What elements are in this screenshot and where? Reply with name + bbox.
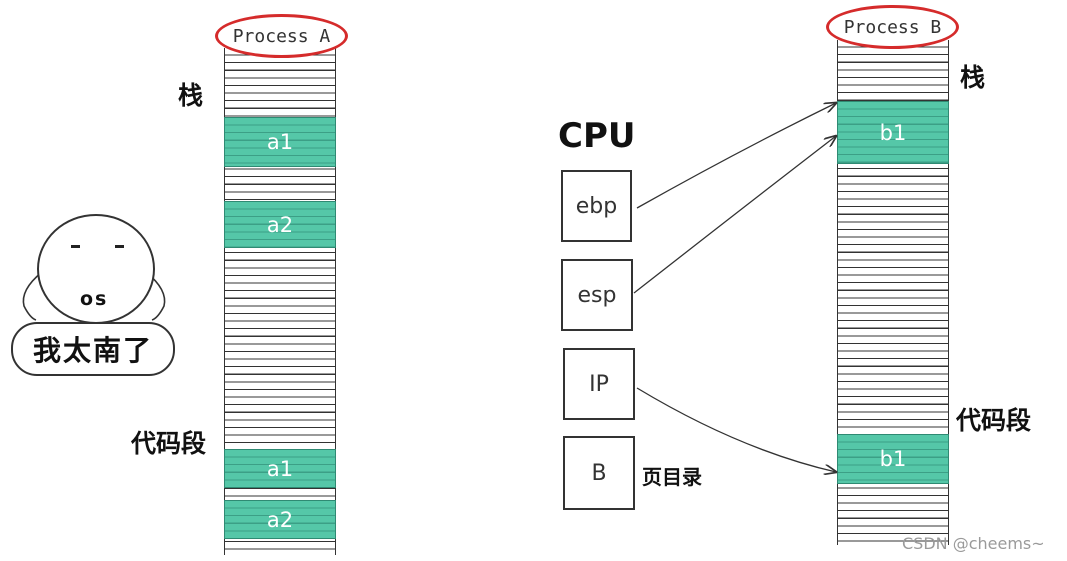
os-left-arm xyxy=(22,271,43,321)
arrow-ebp-to-b1 xyxy=(636,103,836,209)
os-head xyxy=(37,214,155,324)
register-ip: IP xyxy=(563,348,635,420)
process-a-code-label: 代码段 xyxy=(131,429,207,458)
register-b: B xyxy=(563,436,635,510)
os-label: os xyxy=(80,288,109,310)
os-right-eye xyxy=(115,245,124,248)
process-a-stack-label: 栈 xyxy=(178,81,204,110)
process-a-code-a1: a1 xyxy=(224,449,336,488)
process-b-stack-b1: b1 xyxy=(837,101,949,164)
os-speech-text: 我太南了 xyxy=(32,334,153,367)
arrow-ip-to-code-b1 xyxy=(636,387,836,472)
process-a-title-text: Process A xyxy=(232,25,331,47)
register-esp: esp xyxy=(561,259,633,331)
process-a-stack-a2: a2 xyxy=(224,201,336,248)
os-left-eye xyxy=(71,245,80,248)
watermark: CSDN @cheems~ xyxy=(902,534,1045,553)
process-b-code-label: 代码段 xyxy=(956,406,1032,435)
arrow-esp-to-b1 xyxy=(633,136,836,294)
process-a-code-a2: a2 xyxy=(224,500,336,539)
process-b-title: Process B xyxy=(826,5,959,49)
cpu-label: CPU xyxy=(558,116,636,156)
os-speech-bubble: 我太南了 xyxy=(11,322,175,376)
os-right-arm xyxy=(145,271,166,321)
register-ebp: ebp xyxy=(561,170,632,242)
process-a-stack-a1: a1 xyxy=(224,117,336,167)
page-directory-label: 页目录 xyxy=(642,465,702,489)
process-a-title: Process A xyxy=(215,14,348,58)
process-b-stack-label: 栈 xyxy=(960,63,986,92)
process-b-title-text: Process B xyxy=(843,16,942,38)
process-b-code-b1: b1 xyxy=(837,434,949,484)
